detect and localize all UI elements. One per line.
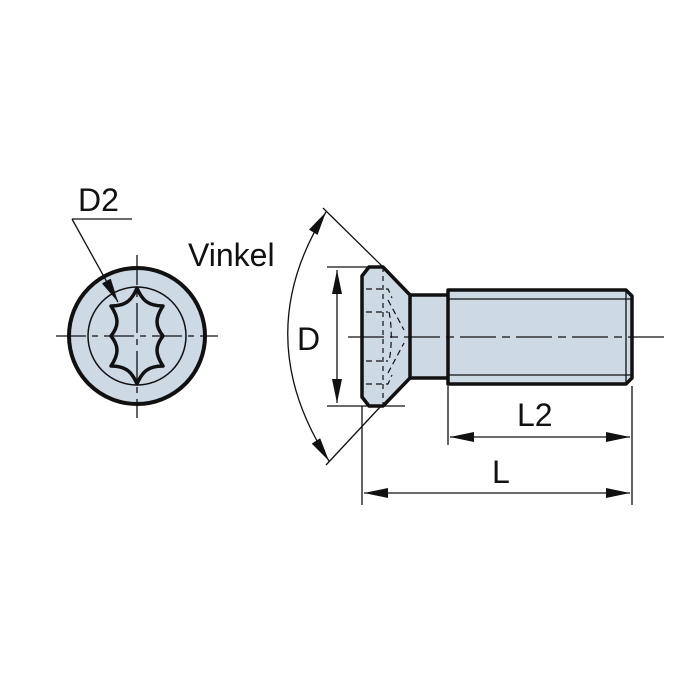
angle-arc — [287, 211, 330, 462]
angle-extension-top — [322, 207, 384, 268]
vinkel-label: Vinkel — [188, 237, 275, 273]
angle-extension-bottom — [325, 405, 382, 466]
d-label: D — [297, 321, 320, 357]
side-view: D Vinkel L2 L — [188, 207, 668, 505]
l-label: L — [492, 454, 510, 490]
l2-label: L2 — [517, 397, 553, 433]
d2-leader — [71, 218, 119, 303]
end-view: D2 — [56, 182, 218, 418]
torx-recess-icon — [109, 286, 165, 386]
d2-label: D2 — [78, 182, 119, 218]
